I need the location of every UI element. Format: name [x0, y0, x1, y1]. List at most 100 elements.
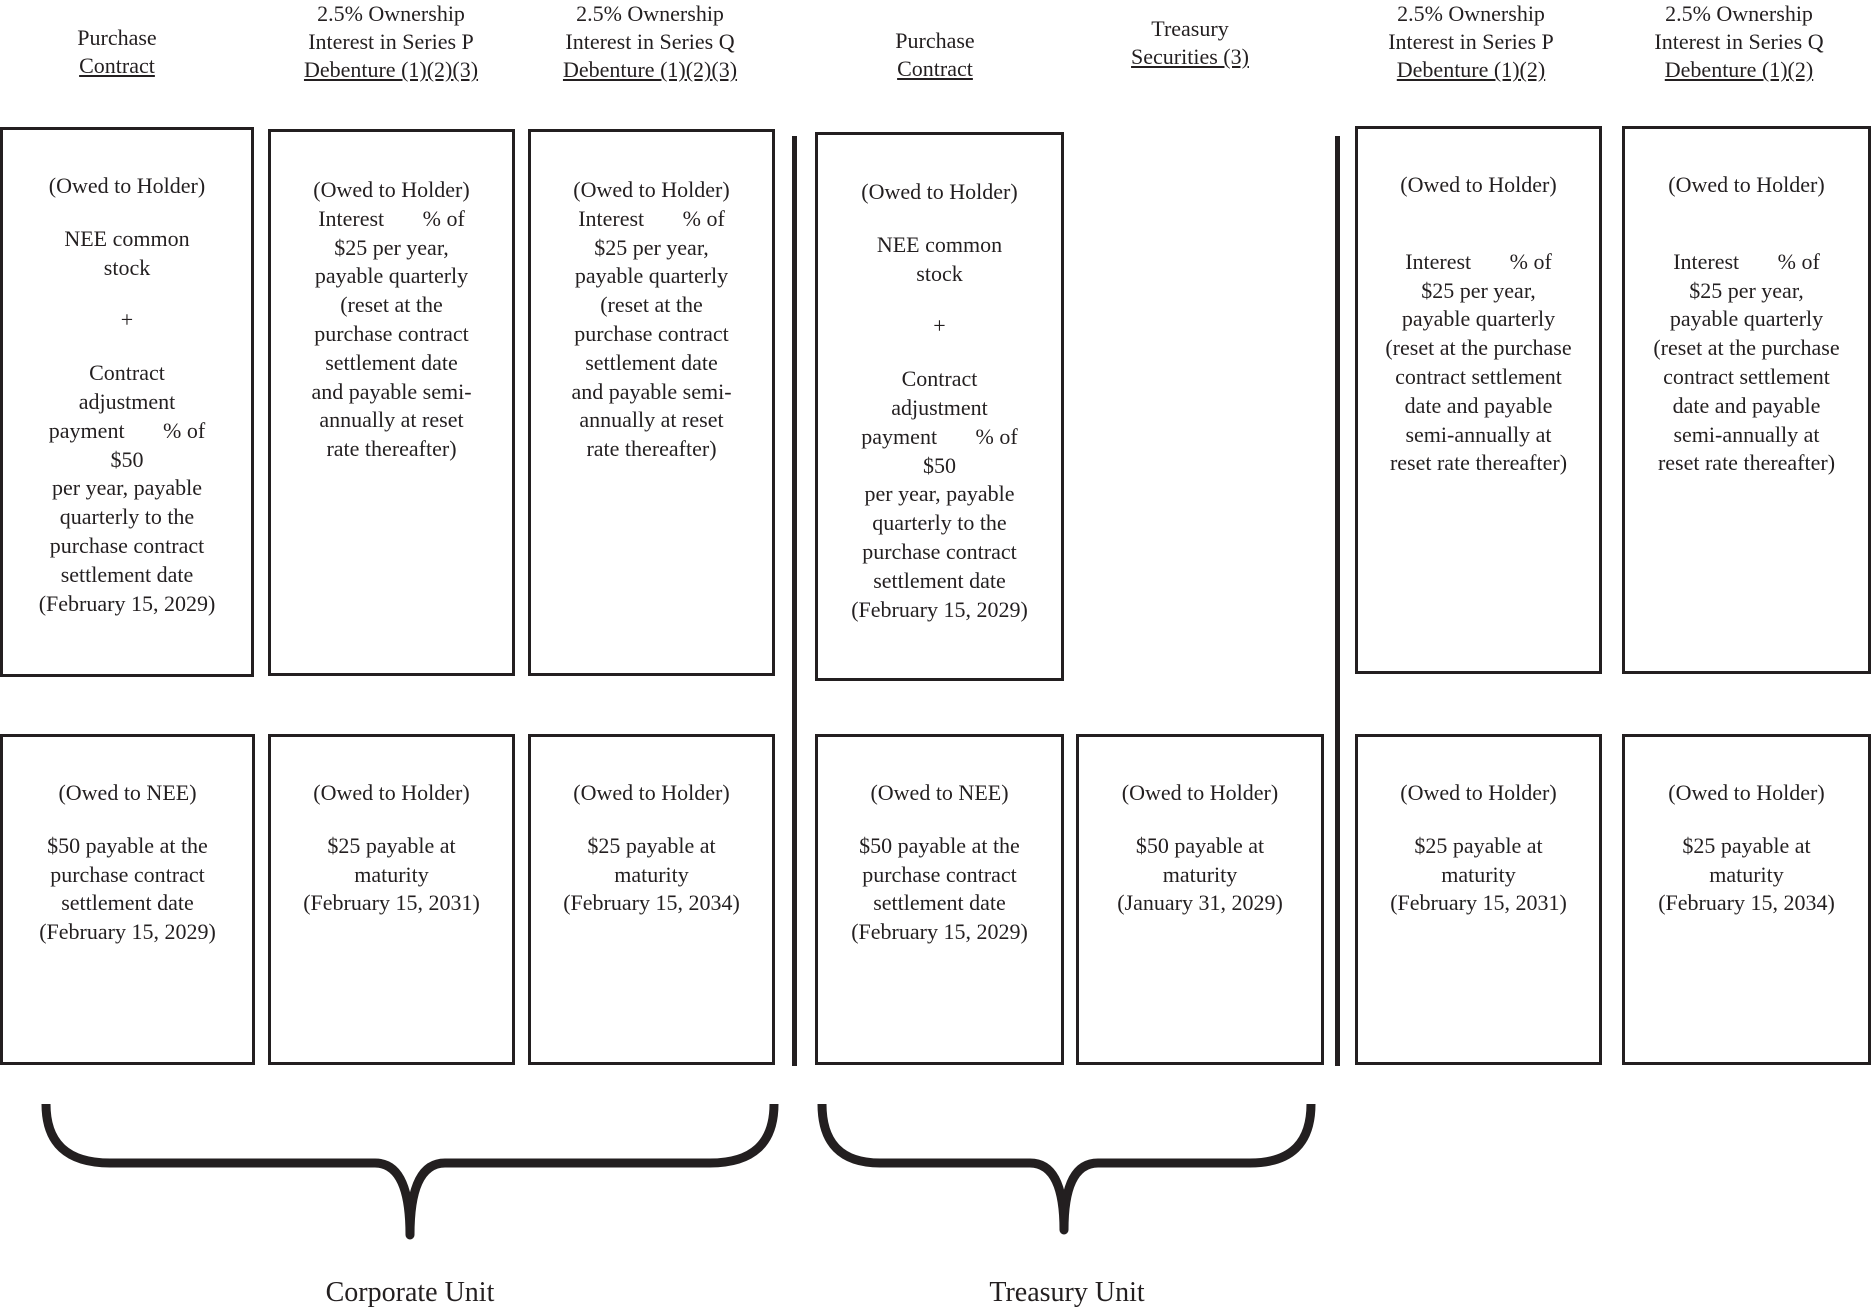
box-text-line: semi-annually at: [1405, 421, 1552, 447]
box-text-line: settlement date: [585, 349, 718, 375]
box-text-line: $25 payable at: [1682, 832, 1811, 858]
header-line: 2.5% Ownership: [1397, 1, 1545, 26]
box-text-line: settlement date: [60, 561, 194, 587]
box-text-line: $25 per year,: [594, 234, 709, 260]
box-text-line: contract settlement: [1663, 363, 1830, 389]
header-line: Contract: [850, 55, 1020, 83]
box-text-line: annually at reset: [319, 407, 464, 433]
box-text-line: payable quarterly: [1401, 306, 1556, 332]
box-text-line: NEE common: [64, 225, 190, 251]
header-line: Treasury: [1151, 16, 1229, 41]
box-text-line: payable quarterly: [314, 263, 469, 289]
box-text-line: per year, payable: [864, 481, 1015, 507]
box-text-line: (reset at the purchase: [1653, 335, 1840, 361]
box-text-line: purchase contract: [314, 320, 469, 346]
box-text-line: maturity: [1709, 861, 1784, 887]
box-text-line: (February 15, 2031): [303, 890, 480, 916]
box-text-line: (January 31, 2029): [1117, 890, 1283, 916]
box-text-line: purchase contract: [862, 538, 1017, 564]
box-text-line: semi-annually at: [1673, 421, 1820, 447]
box-sep-series-p-top: (Owed to Holder)Interest % of$25 per yea…: [1355, 126, 1602, 674]
corporate-unit-brace: [41, 1103, 779, 1240]
header-line: 2.5% Ownership: [317, 1, 465, 26]
header-underlined-text: Securities (3): [1131, 44, 1249, 69]
box-text-line: quarterly to the: [872, 510, 1007, 536]
box-text-line: maturity: [1162, 861, 1238, 887]
box-text-line: Interest % of: [318, 205, 465, 231]
box-corp-series-p-top: (Owed to Holder) Interest % of $25 per yea…: [268, 129, 515, 676]
box-text-line: Interest % of: [578, 205, 725, 231]
box-text-line: maturity: [354, 861, 429, 887]
box-text-line: maturity: [614, 861, 689, 887]
box-text-line: purchase contract: [862, 861, 1017, 887]
box-text-line: $25 per year,: [334, 234, 449, 260]
box-text-line: Contract: [901, 366, 978, 392]
box-text-line: settlement date: [873, 890, 1006, 916]
header-line: Interest in Series Q: [565, 29, 735, 54]
box-text-line: Interest % of: [1673, 248, 1820, 274]
box-text-line: reset rate thereafter): [1389, 450, 1568, 476]
box-sep-series-q-bottom: (Owed to Holder) $25 payable at maturity (F…: [1622, 734, 1871, 1065]
box-text-line: $50 payable at the: [47, 832, 208, 858]
box-text-line: (February 15, 2029): [851, 596, 1028, 622]
box-text-line: payment % of: [48, 417, 206, 443]
box-text-line: (Owed to Holder): [313, 177, 470, 202]
box-text-line: (Owed to Holder): [573, 177, 730, 202]
box-text-line: (Owed to Holder): [1668, 780, 1825, 805]
separator-corporate-treasury: [792, 136, 797, 1066]
box-text-line: quarterly to the: [59, 504, 195, 530]
box-text-line: (reset at the: [600, 292, 703, 318]
box-text-line: $50: [923, 452, 956, 478]
box-text-line: (February 15, 2029): [39, 919, 216, 945]
box-text-line: stock: [103, 254, 151, 280]
box-text-line: payable quarterly: [574, 263, 729, 289]
header-underlined-text: Debenture (1)(2)(3): [562, 57, 738, 82]
box-text-line: $50 payable at: [1135, 832, 1265, 858]
box-text-line: settlement date: [61, 890, 194, 916]
box-corp-series-q-top: (Owed to Holder) Interest % of $25 per yea…: [528, 129, 775, 676]
box-text-line: Contract: [89, 360, 165, 386]
header-line: Interest in Series P: [1388, 29, 1554, 54]
box-text-line: (Owed to NEE): [870, 780, 1009, 805]
separator-treasury-separate: [1335, 136, 1340, 1066]
box-text-line: rate thereafter): [586, 436, 717, 462]
header-line: Debenture (1)(2): [1340, 56, 1602, 84]
header-underlined-text: Debenture (1)(2): [1396, 57, 1546, 82]
box-text-line: (Owed to Holder): [1400, 172, 1557, 197]
box-text-line: +: [933, 313, 946, 339]
header-underlined-text: Contract: [897, 56, 973, 81]
header-underlined-text: Debenture (1)(2): [1664, 57, 1814, 82]
header-line: 2.5% Ownership: [576, 1, 724, 26]
header-line: Debenture (1)(2): [1608, 56, 1870, 84]
header-line: Securities (3): [1100, 43, 1280, 71]
box-treas-purchase-contract-bottom: (Owed to NEE) $50 payable at the purchase …: [815, 734, 1064, 1065]
box-text-line: NEE common: [876, 231, 1003, 257]
box-sep-series-q-top: (Owed to Holder)Interest % of$25 per yea…: [1622, 126, 1871, 674]
box-text-line: stock: [916, 260, 963, 286]
treasury-unit-brace: [817, 1103, 1316, 1235]
box-text-line: adjustment: [891, 394, 988, 420]
box-text-line: and payable semi-: [571, 378, 732, 404]
box-text-line: (February 15, 2034): [1658, 890, 1835, 916]
header-line: Contract: [32, 52, 202, 80]
box-text-line: $25 payable at: [1414, 832, 1543, 858]
box-text-line: $25 per year,: [1689, 277, 1804, 303]
header-line: Purchase: [895, 28, 975, 53]
box-text-line: Interest % of: [1405, 248, 1552, 274]
box-text-line: settlement date: [873, 567, 1006, 593]
header-line: Purchase: [77, 25, 157, 50]
box-text-line: $50 payable at the: [859, 832, 1020, 858]
header-line: Debenture (1)(2)(3): [260, 56, 522, 84]
box-text-line: settlement date: [325, 349, 458, 375]
